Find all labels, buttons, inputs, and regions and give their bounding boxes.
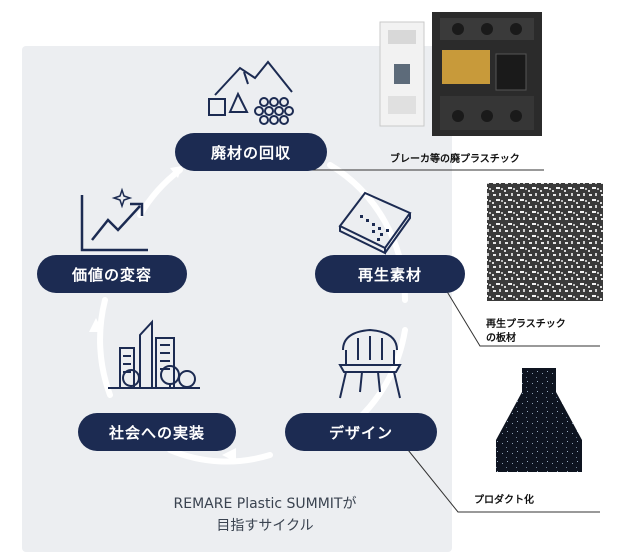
callout-product: プロダクト化 <box>474 495 534 506</box>
step-design-pill: デザイン <box>285 413 437 451</box>
cycle-caption-line1: REMARE Plastic SUMMITが <box>173 496 357 512</box>
product-photo <box>496 368 582 472</box>
diagram-panel <box>22 46 452 552</box>
city-icon <box>108 319 200 389</box>
board-photo <box>487 183 603 301</box>
callout-board-line2: の板材 <box>486 333 516 344</box>
step-value-transformation-pill: 価値の変容 <box>37 255 187 293</box>
step-social-implementation-pill: 社会への実装 <box>78 413 236 451</box>
callout-breaker: ブレーカ等の廃プラスチック <box>390 154 520 165</box>
breaker-photo <box>379 12 542 136</box>
growth-chart-icon <box>80 187 148 252</box>
cycle-caption: REMARE Plastic SUMMITが 目指すサイクル <box>150 493 380 537</box>
cycle-arrowheads <box>89 166 236 462</box>
recycled-materials-icon <box>208 60 294 125</box>
material-sheet-icon <box>338 191 412 255</box>
callout-board-line1: 再生プラスチック <box>486 319 566 330</box>
cycle-caption-line2: 目指すサイクル <box>216 518 314 534</box>
chair-icon <box>338 328 402 399</box>
step-collection-pill: 廃材の回収 <box>175 133 327 171</box>
callout-lines <box>312 169 600 513</box>
step-recycled-material-pill: 再生素材 <box>315 255 465 293</box>
